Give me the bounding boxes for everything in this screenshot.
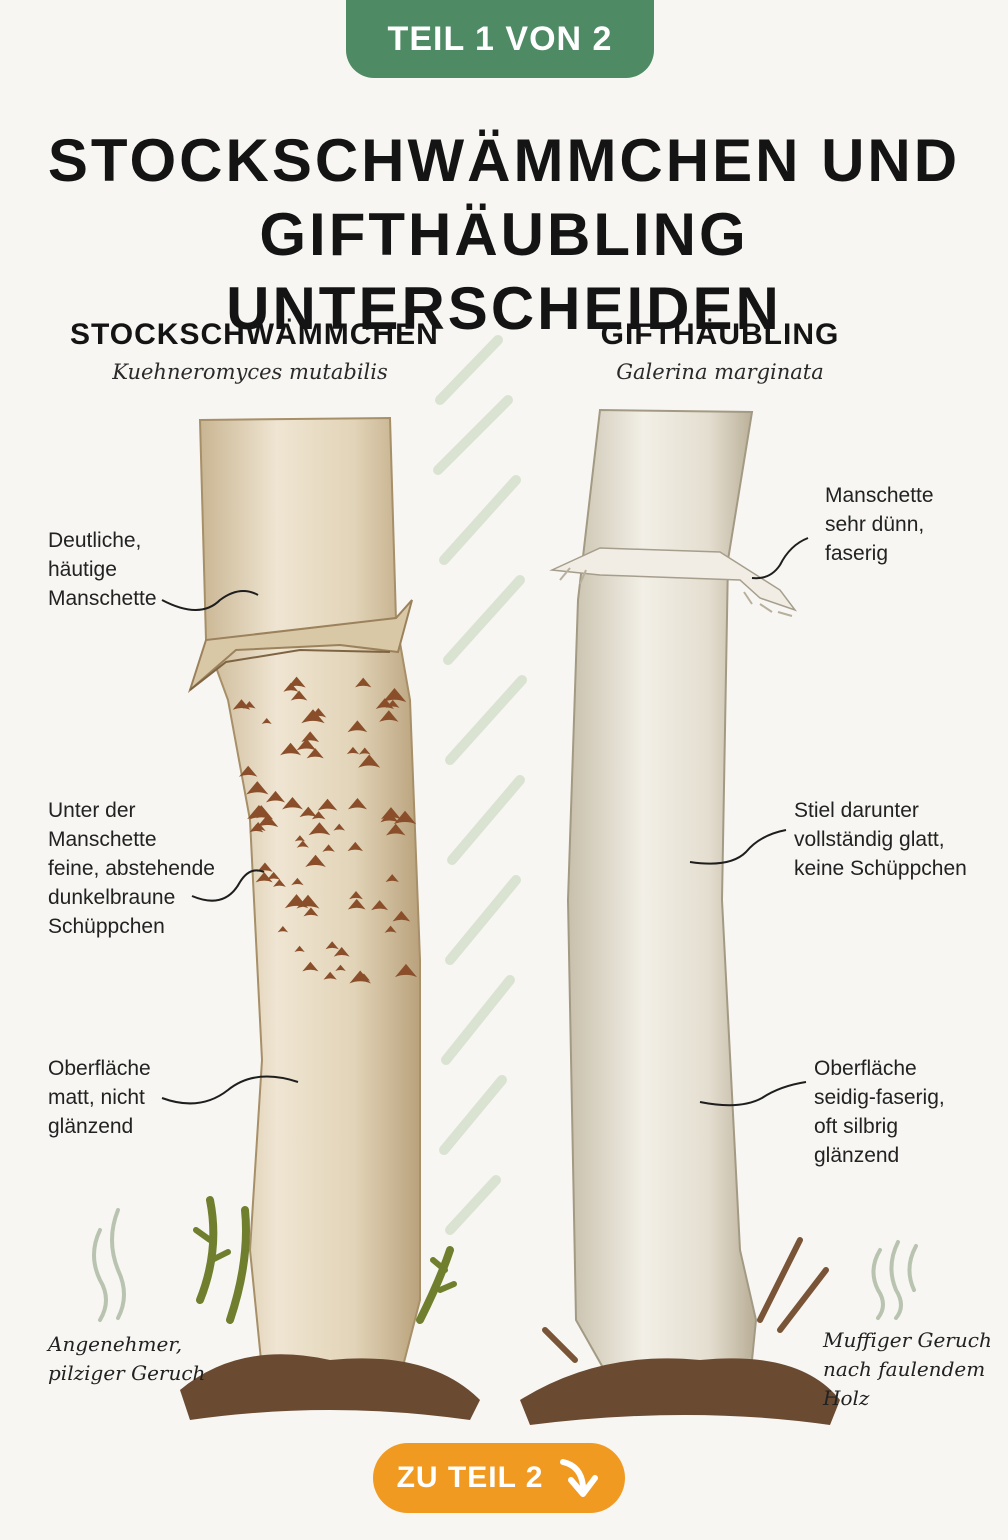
stem-scale xyxy=(305,854,326,868)
stem-scale xyxy=(379,710,399,722)
part-badge: TEIL 1 VON 2 xyxy=(346,0,654,78)
next-part-button[interactable]: ZU TEIL 2 xyxy=(373,1443,625,1513)
label-left-smell: Angenehmer, pilziger Geruch xyxy=(48,1332,206,1385)
title-line-1: STOCKSCHWÄMMCHEN UND xyxy=(47,127,961,194)
stem-scale xyxy=(394,963,417,978)
stem-scale xyxy=(393,810,417,825)
stem-scale xyxy=(265,790,286,803)
stem-scale xyxy=(287,676,306,688)
stem-scale xyxy=(333,823,346,831)
gifthaeubling-stem xyxy=(520,408,840,1425)
label-right-ring: Manschette sehr dünn, faserig xyxy=(825,484,934,565)
stem-scale xyxy=(385,874,399,883)
stem-scale xyxy=(277,926,289,933)
stem-scale xyxy=(357,973,371,981)
stem-scale xyxy=(291,877,304,886)
arrow-down-right-icon xyxy=(560,1459,599,1497)
stem-scale xyxy=(301,731,320,743)
stem-scale xyxy=(250,822,266,831)
stem-scale xyxy=(273,879,286,887)
stem-scale xyxy=(280,742,302,756)
stem-scale xyxy=(296,894,320,909)
stem-scale xyxy=(294,945,305,952)
species-latin-name: Galerina marginata xyxy=(616,360,824,384)
stem-scale xyxy=(255,872,273,883)
stem-scale xyxy=(282,796,303,810)
stem-scale xyxy=(317,798,338,811)
stem-scale xyxy=(308,822,331,836)
stem-scale xyxy=(246,781,269,795)
stem-scale xyxy=(296,840,309,848)
stem-scale xyxy=(303,907,319,917)
stem-scale xyxy=(380,807,402,820)
stem-scale xyxy=(243,701,256,709)
stem-scale xyxy=(347,898,366,910)
label-right-surface: Oberfläche seidig-faserig, oft silbrig g… xyxy=(814,1057,945,1167)
stem-scale xyxy=(322,844,335,852)
species-latin-name: Kuehneromyces mutabilis xyxy=(112,360,388,384)
page-title: STOCKSCHWÄMMCHEN UND GIFTHÄUBLING UNTERS… xyxy=(0,124,1008,346)
divider-strokes xyxy=(433,335,527,1235)
stem-scale xyxy=(311,811,326,820)
stockschwaemmchen-stem xyxy=(180,416,480,1420)
stem-scale xyxy=(333,947,350,957)
stem-scale xyxy=(358,754,381,768)
label-left-ring: Deutliche, häutige Manschette xyxy=(48,529,157,610)
stem-scale xyxy=(267,871,281,880)
smell-waves-icon xyxy=(92,1208,918,1322)
label-right-stem: Stiel darunter vollständig glatt, keine … xyxy=(794,799,967,880)
stem-scale xyxy=(358,747,371,755)
species-name: GIFTHÄUBLING xyxy=(600,318,840,351)
gifthaeubling-heading: GIFTHÄUBLING Galerina marginata xyxy=(560,318,880,384)
stem-scale xyxy=(261,717,272,724)
stockschwaemmchen-heading: STOCKSCHWÄMMCHEN Kuehneromyces mutabilis xyxy=(70,318,439,384)
stem-scale xyxy=(238,765,258,777)
stem-scale xyxy=(306,748,324,759)
stem-scale xyxy=(347,841,364,852)
stem-scale xyxy=(347,720,368,733)
stem-scale xyxy=(302,961,319,972)
stem-scale xyxy=(335,964,346,971)
stem-scale xyxy=(294,835,306,842)
stem-scale xyxy=(247,804,271,820)
title-line-2: GIFTHÄUBLING UNTERSCHEIDEN xyxy=(226,201,782,342)
stem-scale xyxy=(346,746,360,755)
stem-scale xyxy=(323,971,337,980)
stem-scale xyxy=(310,707,327,718)
stem-scale xyxy=(386,699,400,708)
stem-scale xyxy=(384,925,397,933)
stem-scale xyxy=(349,890,363,900)
stem-scale xyxy=(257,862,273,872)
stem-scale xyxy=(296,738,317,751)
leader-lines xyxy=(161,537,809,1107)
label-left-scales: Unter der Manschette feine, abstehende d… xyxy=(48,799,215,938)
next-part-label: ZU TEIL 2 xyxy=(396,1461,544,1494)
stem-scale xyxy=(325,941,339,950)
stem-scales xyxy=(232,676,417,984)
stem-scale xyxy=(355,677,372,688)
stem-scale xyxy=(283,682,299,692)
stem-scale xyxy=(347,797,368,810)
stem-scale xyxy=(290,690,308,701)
stem-scale xyxy=(299,806,318,818)
stem-scale xyxy=(257,814,279,828)
label-right-smell: Muffiger Geruch nach faulendem Holz xyxy=(823,1328,992,1410)
species-name: STOCKSCHWÄMMCHEN xyxy=(70,318,439,351)
label-left-surface: Oberfläche matt, nicht glänzend xyxy=(48,1057,151,1138)
stem-scale xyxy=(392,910,411,922)
stem-scale xyxy=(371,900,389,911)
stem-scale xyxy=(349,970,371,984)
stem-scale xyxy=(382,687,407,703)
stem-scale xyxy=(385,823,406,836)
